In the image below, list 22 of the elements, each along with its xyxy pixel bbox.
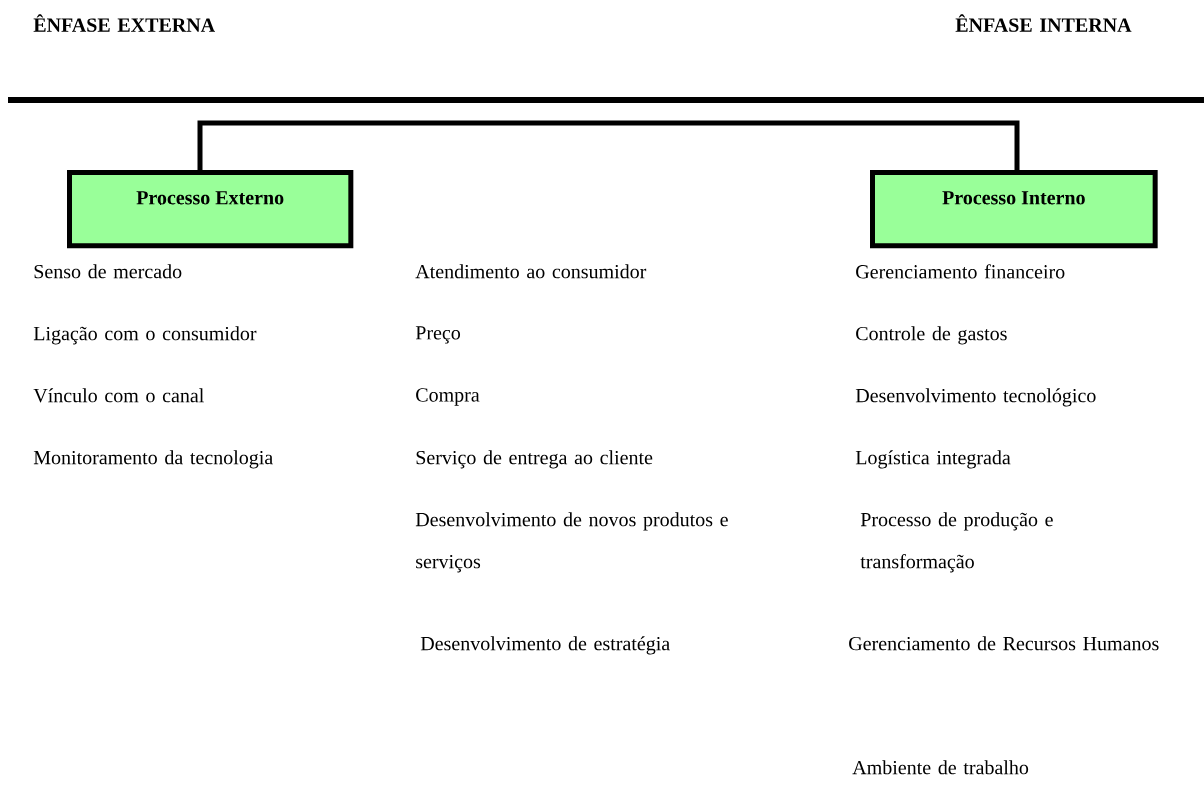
list-item: Controle de gastos: [856, 326, 1007, 345]
list-item: Desenvolvimento de estratégia: [420, 636, 670, 655]
list-item: Senso de mercado: [34, 264, 182, 279]
list-item: Serviço de entrega ao cliente: [416, 450, 653, 469]
list-item: Compra: [416, 388, 480, 406]
list-item: Monitoramento da tecnologia: [33, 450, 273, 469]
list-item: Desenvolvimento de novos produtos e serviços: [415, 512, 728, 573]
list-item: Gerenciamento de Recursos Humanos: [849, 636, 1159, 651]
connector: [197, 120, 1020, 170]
list-item: Logística integrada: [855, 450, 1011, 469]
list-item: Preço: [415, 326, 461, 344]
list-item: Vínculo com o canal: [33, 388, 204, 403]
process-box: Processo Interno: [870, 170, 1158, 249]
list-item: Ambiente de trabalho: [852, 760, 1029, 775]
list-item: Ligação com o consumidor: [33, 326, 257, 345]
list-item: Gerenciamento financeiro: [856, 264, 1065, 279]
list-item: Processo de produção e transformação: [860, 512, 1053, 573]
list-item: Desenvolvimento tecnológico: [855, 388, 1096, 407]
heading: ÊNFASE INTERNA: [955, 14, 1132, 32]
process-box: Processo Externo: [67, 170, 354, 249]
heading: ÊNFASE EXTERNA: [33, 14, 215, 32]
list-item: Atendimento ao consumidor: [415, 264, 647, 279]
